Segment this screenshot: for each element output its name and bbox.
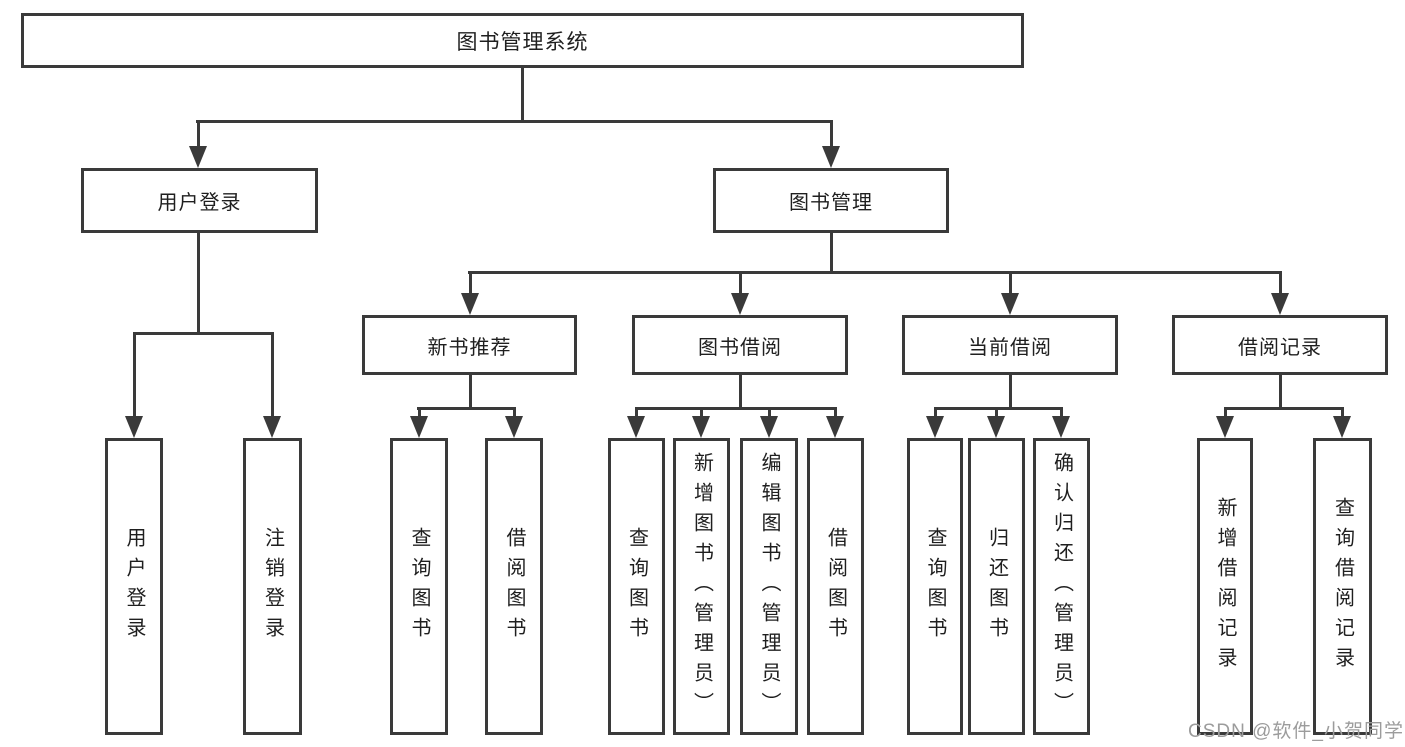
- connector-line: [271, 332, 274, 420]
- arrowhead-down-icon: [263, 416, 281, 438]
- connector-line: [1009, 373, 1012, 409]
- connector-line: [830, 233, 833, 274]
- arrowhead-down-icon: [189, 146, 207, 168]
- connector-line: [468, 271, 1282, 274]
- connector-line: [995, 407, 998, 421]
- leaf-query-borrow-record: 查询借阅记录: [1313, 438, 1372, 735]
- leaf-return-books: 归还图书: [968, 438, 1025, 735]
- leaf-query-books-borrowing: 查询图书: [608, 438, 665, 735]
- connector-line: [133, 332, 136, 420]
- connector-line: [834, 407, 837, 421]
- leaf-logout: 注销登录: [243, 438, 302, 735]
- connector-line: [739, 271, 742, 297]
- node-book-management: 图书管理: [713, 168, 949, 233]
- leaf-borrow-books: 借阅图书: [807, 438, 864, 735]
- arrowhead-down-icon: [822, 146, 840, 168]
- leaf-add-borrow-record: 新增借阅记录: [1197, 438, 1253, 735]
- connector-line: [1224, 407, 1344, 410]
- leaf-user-login: 用户登录: [105, 438, 163, 735]
- connector-line: [700, 407, 703, 421]
- arrowhead-down-icon: [1052, 416, 1070, 438]
- arrowhead-down-icon: [410, 416, 428, 438]
- connector-line: [469, 373, 472, 409]
- node-current-borrowing: 当前借阅: [902, 315, 1118, 375]
- node-library-management-system: 图书管理系统: [21, 13, 1024, 68]
- connector-line: [469, 271, 472, 297]
- arrowhead-down-icon: [826, 416, 844, 438]
- connector-line: [418, 407, 421, 421]
- arrowhead-down-icon: [926, 416, 944, 438]
- connector-line: [1009, 271, 1012, 297]
- connector-line: [635, 407, 837, 410]
- arrowhead-down-icon: [1216, 416, 1234, 438]
- connector-line: [830, 120, 833, 150]
- connector-line: [1224, 407, 1227, 421]
- connector-line: [521, 67, 524, 122]
- leaf-query-books-recommend: 查询图书: [390, 438, 448, 735]
- arrowhead-down-icon: [125, 416, 143, 438]
- arrowhead-down-icon: [1001, 293, 1019, 315]
- connector-line: [513, 407, 516, 421]
- connector-line: [197, 233, 200, 335]
- arrowhead-down-icon: [1271, 293, 1289, 315]
- node-new-book-recommend: 新书推荐: [362, 315, 577, 375]
- connector-line: [1060, 407, 1063, 421]
- arrowhead-down-icon: [987, 416, 1005, 438]
- connector-line: [417, 407, 516, 410]
- leaf-edit-books-admin: 编辑图书（管理员）: [740, 438, 798, 735]
- connector-line: [1279, 373, 1282, 409]
- arrowhead-down-icon: [461, 293, 479, 315]
- leaf-add-books-admin: 新增图书（管理员）: [673, 438, 730, 735]
- node-book-borrowing: 图书借阅: [632, 315, 848, 375]
- leaf-query-books-current: 查询图书: [907, 438, 963, 735]
- connector-line: [133, 332, 274, 335]
- connector-line: [739, 373, 742, 409]
- arrowhead-down-icon: [760, 416, 778, 438]
- node-borrowing-records: 借阅记录: [1172, 315, 1388, 375]
- connector-line: [635, 407, 638, 421]
- watermark-text: CSDN @软件_小贺同学: [1188, 721, 1404, 742]
- connector-line: [196, 120, 833, 123]
- connector-line: [1279, 271, 1282, 297]
- connector-line: [197, 120, 200, 150]
- connector-line: [1341, 407, 1344, 421]
- arrowhead-down-icon: [505, 416, 523, 438]
- arrowhead-down-icon: [731, 293, 749, 315]
- arrowhead-down-icon: [692, 416, 710, 438]
- leaf-confirm-return-admin: 确认归还（管理员）: [1033, 438, 1090, 735]
- connector-line: [934, 407, 1063, 410]
- arrowhead-down-icon: [1333, 416, 1351, 438]
- leaf-borrow-books-recommend: 借阅图书: [485, 438, 543, 735]
- arrowhead-down-icon: [627, 416, 645, 438]
- connector-line: [768, 407, 771, 421]
- connector-line: [934, 407, 937, 421]
- node-user-login: 用户登录: [81, 168, 318, 233]
